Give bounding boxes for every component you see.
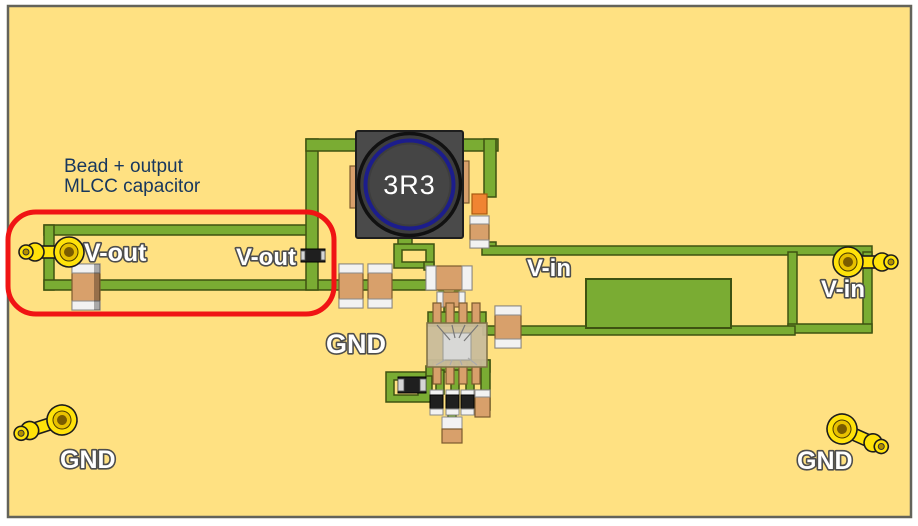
output-mlcc-capacitor	[71, 263, 101, 311]
inductor: 3R3	[349, 130, 470, 239]
sw-capacitor	[425, 265, 473, 291]
inductor-core	[369, 144, 450, 225]
trace-vin-top	[481, 245, 873, 256]
input-capacitor-small	[469, 215, 490, 249]
label-gnd-left: GND	[60, 446, 116, 474]
inductor-value-label: 3R3	[383, 170, 436, 200]
label-vout-bead: V-out	[236, 244, 296, 271]
bottom-capacitor	[441, 416, 463, 444]
label-vin-plane: V-in	[527, 255, 571, 282]
label-vout-connector: V-out	[84, 239, 147, 267]
feedback-resistor	[397, 376, 427, 394]
label-gnd-right: GND	[797, 447, 853, 475]
annotation-text-line2: MLCC capacitor	[64, 176, 201, 197]
boot-capacitor	[436, 291, 466, 308]
label-vin-connector: V-in	[821, 276, 865, 303]
annotation-text-line1: Bead + output	[64, 156, 184, 177]
components: 3R3	[71, 130, 522, 444]
trace-vin-loop-left	[787, 251, 798, 331]
ferrite-bead	[300, 248, 326, 263]
resistor-row	[429, 389, 475, 416]
orange-bead	[471, 193, 488, 215]
trace-right-vertical	[483, 138, 497, 198]
vout-connector	[18, 236, 85, 268]
gnd-connector-right	[826, 413, 890, 455]
vin-connector	[832, 246, 899, 278]
vin-copper-pour	[585, 278, 732, 329]
silkscreen-labels: V-out V-out GND V-in V-in GND GND	[58, 237, 866, 476]
small-tan-capacitor	[474, 389, 491, 418]
input-capacitor-large	[494, 305, 522, 349]
gnd-connector-left	[13, 404, 78, 442]
trace-vout-top	[43, 224, 309, 236]
connectors	[13, 236, 899, 455]
inductor-ring	[363, 138, 456, 231]
gnd-capacitor-1	[338, 263, 364, 309]
gnd-capacitor-2	[367, 263, 393, 309]
regulator-ic	[426, 302, 488, 385]
trace-vin-loop-bottom	[787, 323, 873, 334]
label-gnd-center: GND	[326, 329, 386, 359]
ic-bond-wires	[435, 324, 479, 366]
annotation-highlight-outline	[5, 209, 337, 317]
